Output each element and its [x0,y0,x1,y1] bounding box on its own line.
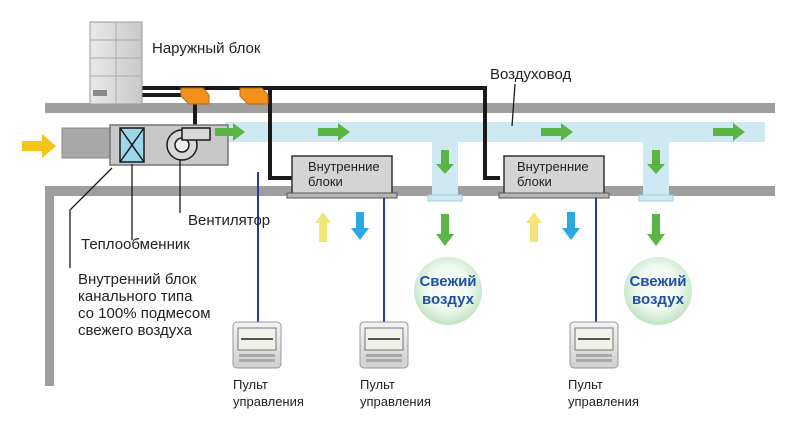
expansion-valve-icon [239,87,269,105]
fresh-air-down-arrow [436,214,665,246]
heat-exchanger-icon [119,127,145,163]
air-duct-label: Воздуховод [490,66,572,83]
heat-exchanger-label: Теплообменник [81,236,190,253]
airflow-arrow-icon [318,123,350,141]
airflow-arrow-icon [436,150,454,174]
leader-lines [69,83,516,268]
indoor-unit-1 [286,155,398,199]
fan-label: Вентилятор [188,212,271,229]
airflow-arrow-icon [713,123,745,141]
fan-icon [166,127,211,161]
intake-air-arrow [22,134,56,158]
control-wiring [257,172,597,322]
expansion-valve-icon [180,87,210,105]
supply-air-arrow [351,212,580,240]
remote-control-label: Пульт управления [568,377,639,409]
outdoor-unit-icon [89,21,143,105]
remote-controller-icon [569,321,619,369]
remote-control-label: Пульт управления [233,377,304,409]
airflow-arrow-icon [215,123,245,141]
duct-unit-leader [69,167,113,268]
indoor-units-label: Внутренние блоки [308,159,380,189]
remote-controller-icon [359,321,409,369]
return-air-arrow [315,212,542,242]
airflow-arrow-icon [541,123,573,141]
airflow-arrow-icon [647,150,665,174]
fresh-air-bubble-icon [414,257,482,325]
fresh-air-label: Свежий воздух [629,273,687,308]
outdoor-unit-label: Наружный блок [152,40,261,57]
remote-control-label: Пульт управления [360,377,431,409]
remote-controller-icon [232,321,282,369]
air-duct [225,122,765,142]
left-wall [45,196,54,386]
duct-unit-label: Внутренний блок канального типа со 100% … [78,271,211,339]
building-structure [45,103,775,386]
diffuser-2 [638,194,674,202]
diffuser-1 [427,194,463,202]
lower-ceiling-slab [45,186,775,196]
upper-ceiling-slab [45,103,775,113]
duct-airflow-arrows [215,123,745,174]
fresh-air-duct-unit [61,124,229,166]
air-duct-leader [511,83,516,127]
fresh-air-label: Свежий воздух [419,273,477,308]
fresh-air-bubble-icon [624,257,692,325]
indoor-units-label: Внутренние блоки [517,159,589,189]
indoor-unit-2 [498,155,610,199]
